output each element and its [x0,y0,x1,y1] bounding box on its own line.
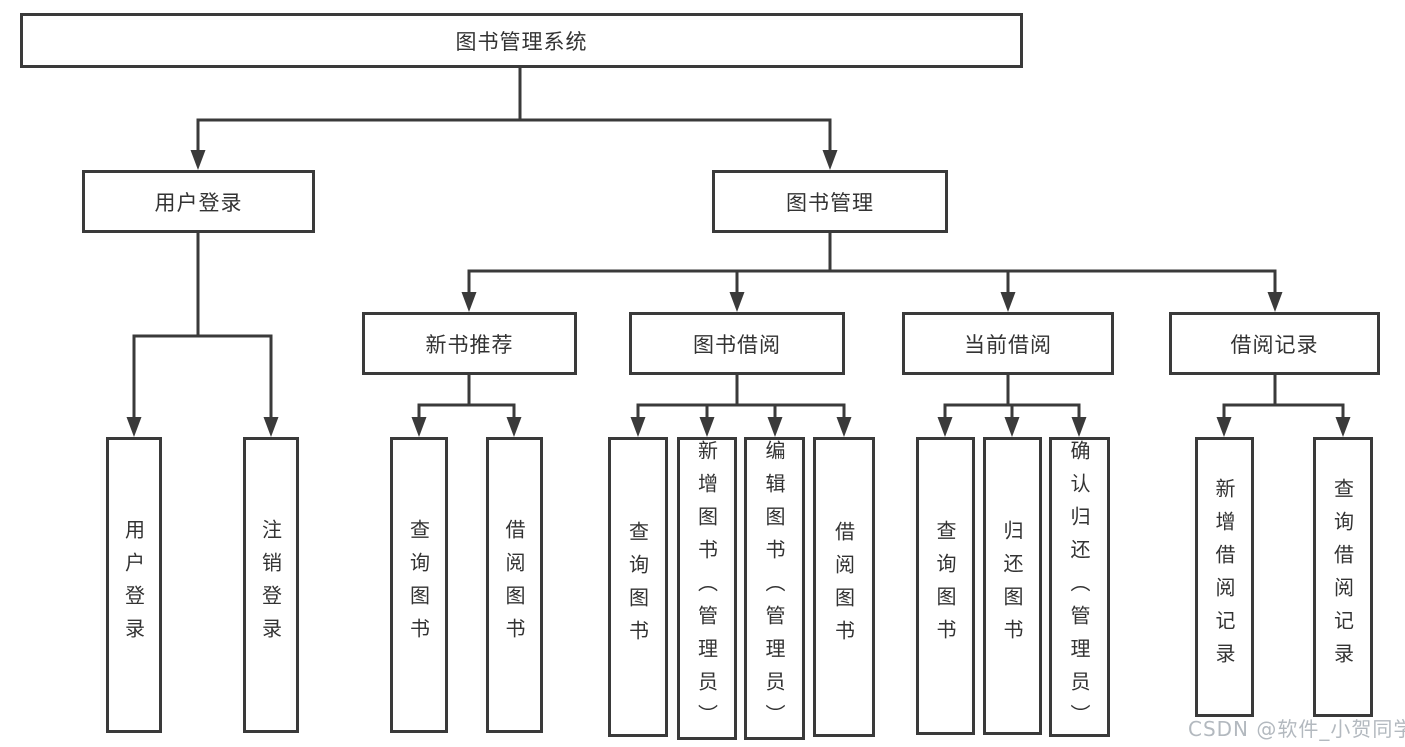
leaf-query-books-3: 查询图书 [916,437,975,735]
leaf-user-login-label: 用户登录 [121,519,146,651]
leaf-return-book-label: 归还图书 [1000,520,1024,652]
leaf-add-borrow-record-label: 新增借阅记录 [1212,478,1236,676]
leaf-add-book-admin-label: 新增图书（管理员） [694,440,719,737]
leaf-add-book-admin: 新增图书（管理员） [677,437,737,740]
leaf-confirm-return-admin: 确认归还（管理员） [1049,437,1110,737]
leaf-logout: 注销登录 [243,437,299,733]
leaf-return-book: 归还图书 [983,437,1042,735]
node-book-borrow: 图书借阅 [629,312,845,375]
leaf-logout-label: 注销登录 [258,519,283,651]
node-new-book-recommend-label: 新书推荐 [425,332,514,357]
node-borrow-records: 借阅记录 [1169,312,1380,375]
leaf-confirm-return-admin-label: 确认归还（管理员） [1067,440,1091,737]
leaf-borrow-books-2-label: 借阅图书 [831,521,856,653]
node-borrow-records-label: 借阅记录 [1230,332,1319,357]
node-root-label: 图书管理系统 [455,29,588,54]
leaf-borrow-books-1-label: 借阅图书 [502,519,526,651]
leaf-add-borrow-record: 新增借阅记录 [1195,437,1254,717]
leaf-query-books-2: 查询图书 [608,437,668,737]
node-book-borrow-label: 图书借阅 [693,332,781,357]
leaf-query-books-1-label: 查询图书 [406,519,431,651]
node-book-management-label: 图书管理 [786,190,874,215]
node-book-management: 图书管理 [712,170,948,233]
leaf-query-books-2-label: 查询图书 [625,521,650,653]
leaf-edit-book-admin: 编辑图书（管理员） [744,437,805,740]
node-user-login: 用户登录 [82,170,315,233]
node-current-borrow-label: 当前借阅 [964,332,1052,357]
leaf-query-borrow-record: 查询借阅记录 [1313,437,1373,717]
leaf-query-books-1: 查询图书 [390,437,448,733]
node-current-borrow: 当前借阅 [902,312,1114,375]
leaf-query-borrow-record-label: 查询借阅记录 [1330,478,1355,676]
node-root: 图书管理系统 [20,13,1023,68]
leaf-borrow-books-1: 借阅图书 [486,437,543,733]
node-new-book-recommend: 新书推荐 [362,312,577,375]
leaf-edit-book-admin-label: 编辑图书（管理员） [762,440,786,737]
node-user-login-label: 用户登录 [154,190,243,215]
leaf-user-login: 用户登录 [106,437,162,733]
leaf-query-books-3-label: 查询图书 [933,520,957,652]
watermark-text: CSDN @软件_小贺同学 [1188,717,1405,741]
leaf-borrow-books-2: 借阅图书 [813,437,875,737]
